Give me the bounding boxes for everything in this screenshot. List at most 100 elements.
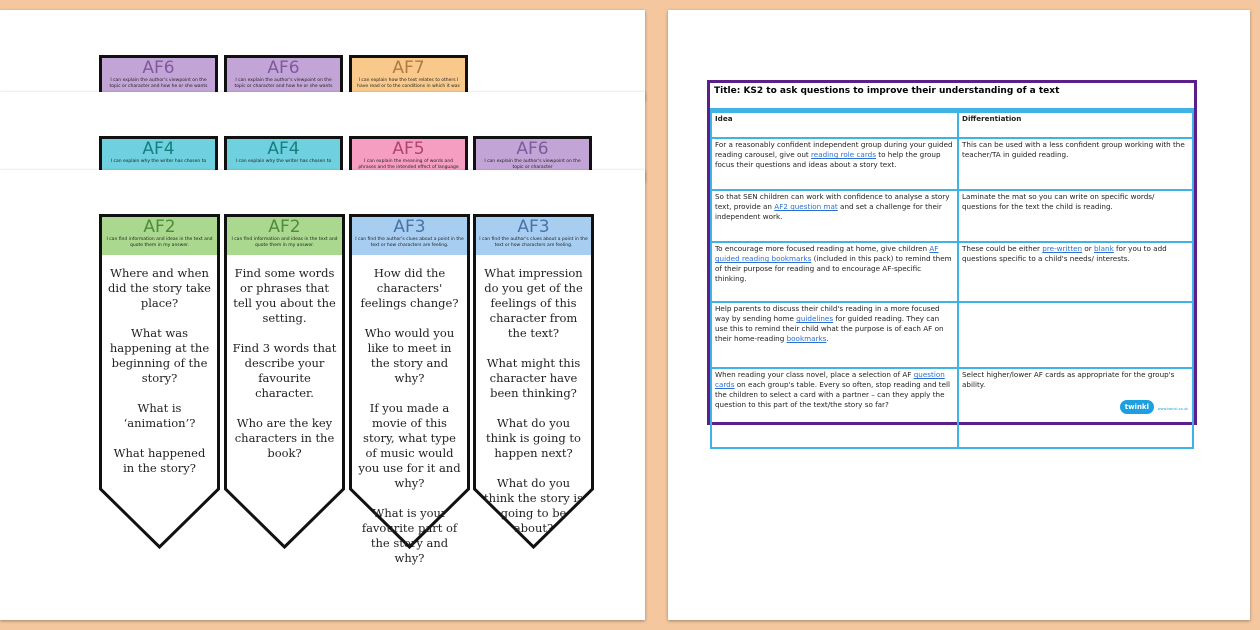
resource-link[interactable]: reading role cards (811, 150, 876, 159)
table-row: For a reasonably confident independent g… (710, 137, 1194, 191)
differentiation-cell (957, 301, 1194, 369)
header-differentiation: Differentiation (957, 111, 1194, 139)
af-description: I can explain the author's viewpoint on … (484, 159, 581, 170)
idea-cell: When reading your class novel, place a s… (710, 367, 959, 449)
question: What happened in the story? (113, 446, 206, 475)
bookmark-shape (473, 214, 594, 550)
question: Find 3 words that describe your favourit… (232, 341, 337, 400)
differentiation-text: for you to add questions specific to a c… (962, 244, 1167, 263)
table-row: Help parents to discuss their child's re… (710, 301, 1194, 369)
twinkl-url: www.twinkl.co.uk (1157, 407, 1188, 411)
question: Find some words or phrases that tell you… (233, 266, 336, 325)
af-description: I can find the author's clues about a po… (355, 237, 464, 248)
idea-text: for guided reading. They can use this to… (715, 314, 944, 343)
question: What is your favourite part of the story… (361, 506, 458, 565)
question-list: What impression do you get of the feelin… (481, 266, 586, 551)
question-list: Where and when did the story take place?… (107, 266, 212, 491)
idea-text: . (826, 334, 829, 343)
af-description: I can find information and ideas in the … (231, 237, 338, 248)
idea-text: So that SEN children can work with confi… (715, 192, 950, 211)
idea-cell: To encourage more focused reading at hom… (710, 241, 959, 303)
af-label: AF2 (268, 217, 301, 237)
resource-link[interactable]: AF guided reading bookmarks (715, 244, 939, 263)
idea-cell: So that SEN children can work with confi… (710, 189, 959, 243)
idea-text: When reading your class novel, place a s… (715, 370, 914, 379)
question: Who would you like to meet in the story … (364, 326, 455, 385)
resource-link[interactable]: guidelines (796, 314, 834, 323)
table-row: To encourage more focused reading at hom… (710, 241, 1194, 303)
resource-link[interactable]: AF2 question mat (774, 202, 838, 211)
af-label: AF4 (142, 139, 175, 159)
bookmark-shape (349, 214, 470, 550)
af-description: I can explain the meaning of words and p… (358, 159, 459, 170)
plan-sheet: Title: KS2 to ask questions to improve t… (668, 10, 1250, 620)
idea-text: For a reasonably confident independent g… (715, 140, 953, 159)
plan-table-frame: Title: KS2 to ask questions to improve t… (707, 80, 1197, 449)
idea-cell: For a reasonably confident independent g… (710, 137, 959, 191)
differentiation-text: or (1082, 244, 1095, 253)
af-label: AF3 (393, 217, 426, 237)
question: What might this character have been thin… (486, 356, 581, 400)
idea-text: To encourage more focused reading at hom… (715, 244, 930, 253)
question: What do you think the story is going to … (484, 476, 583, 535)
idea-text: to help the group focus their questions … (715, 150, 941, 169)
differentiation-cell: This can be used with a less confident g… (957, 137, 1194, 191)
bookmark-shape (99, 214, 220, 550)
af-label: AF6 (516, 139, 549, 159)
table-row: When reading your class novel, place a s… (710, 367, 1194, 449)
table-row: So that SEN children can work with confi… (710, 189, 1194, 243)
question: What was happening at the beginning of t… (109, 326, 210, 385)
af-description: I can explain why the writer has chosen … (110, 159, 207, 164)
differentiation-cell: Select higher/lower AF cards as appropri… (957, 367, 1194, 449)
af-description: I can explain the author's viewpoint on … (109, 78, 208, 89)
question: Who are the key characters in the book? (234, 416, 335, 460)
differentiation-cell: Laminate the mat so you can write on spe… (957, 189, 1194, 243)
af-label: AF6 (142, 58, 175, 78)
idea-text: and set a challenge for their independen… (715, 202, 942, 221)
plan-title: Title: KS2 to ask questions to improve t… (710, 83, 1194, 111)
question: How did the characters' feelings change? (360, 266, 459, 310)
question: What impression do you get of the feelin… (484, 266, 583, 340)
af-description: I can explain how the text relates to ot… (357, 78, 460, 89)
question: Where and when did the story take place? (108, 266, 211, 310)
header-idea: Idea (710, 111, 959, 139)
resource-link[interactable]: question cards (715, 370, 945, 389)
question-list: How did the characters' feelings change?… (357, 266, 462, 581)
question: What do you think is going to happen nex… (486, 416, 581, 460)
af-label: AF4 (267, 139, 300, 159)
question: If you made a movie of this story, what … (358, 401, 461, 490)
af-label: AF2 (143, 217, 176, 237)
resource-link[interactable]: pre-written (1042, 244, 1083, 253)
question-list: Find some words or phrases that tell you… (232, 266, 337, 476)
twinkl-logo: twinkl (1119, 400, 1154, 414)
resource-link[interactable]: bookmarks (786, 334, 827, 343)
idea-text: (included in this pack) to remind them o… (715, 254, 952, 283)
resource-link[interactable]: blank (1094, 244, 1114, 253)
idea-text: on each group's table. Every so often, s… (715, 380, 951, 409)
af-description: I can explain why the writer has chosen … (235, 159, 332, 164)
af-description: I can find information and ideas in the … (106, 237, 213, 248)
idea-cell: Help parents to discuss their child's re… (710, 301, 959, 369)
af-description: I can explain the author's viewpoint on … (234, 78, 333, 89)
idea-text: Help parents to discuss their child's re… (715, 304, 940, 323)
